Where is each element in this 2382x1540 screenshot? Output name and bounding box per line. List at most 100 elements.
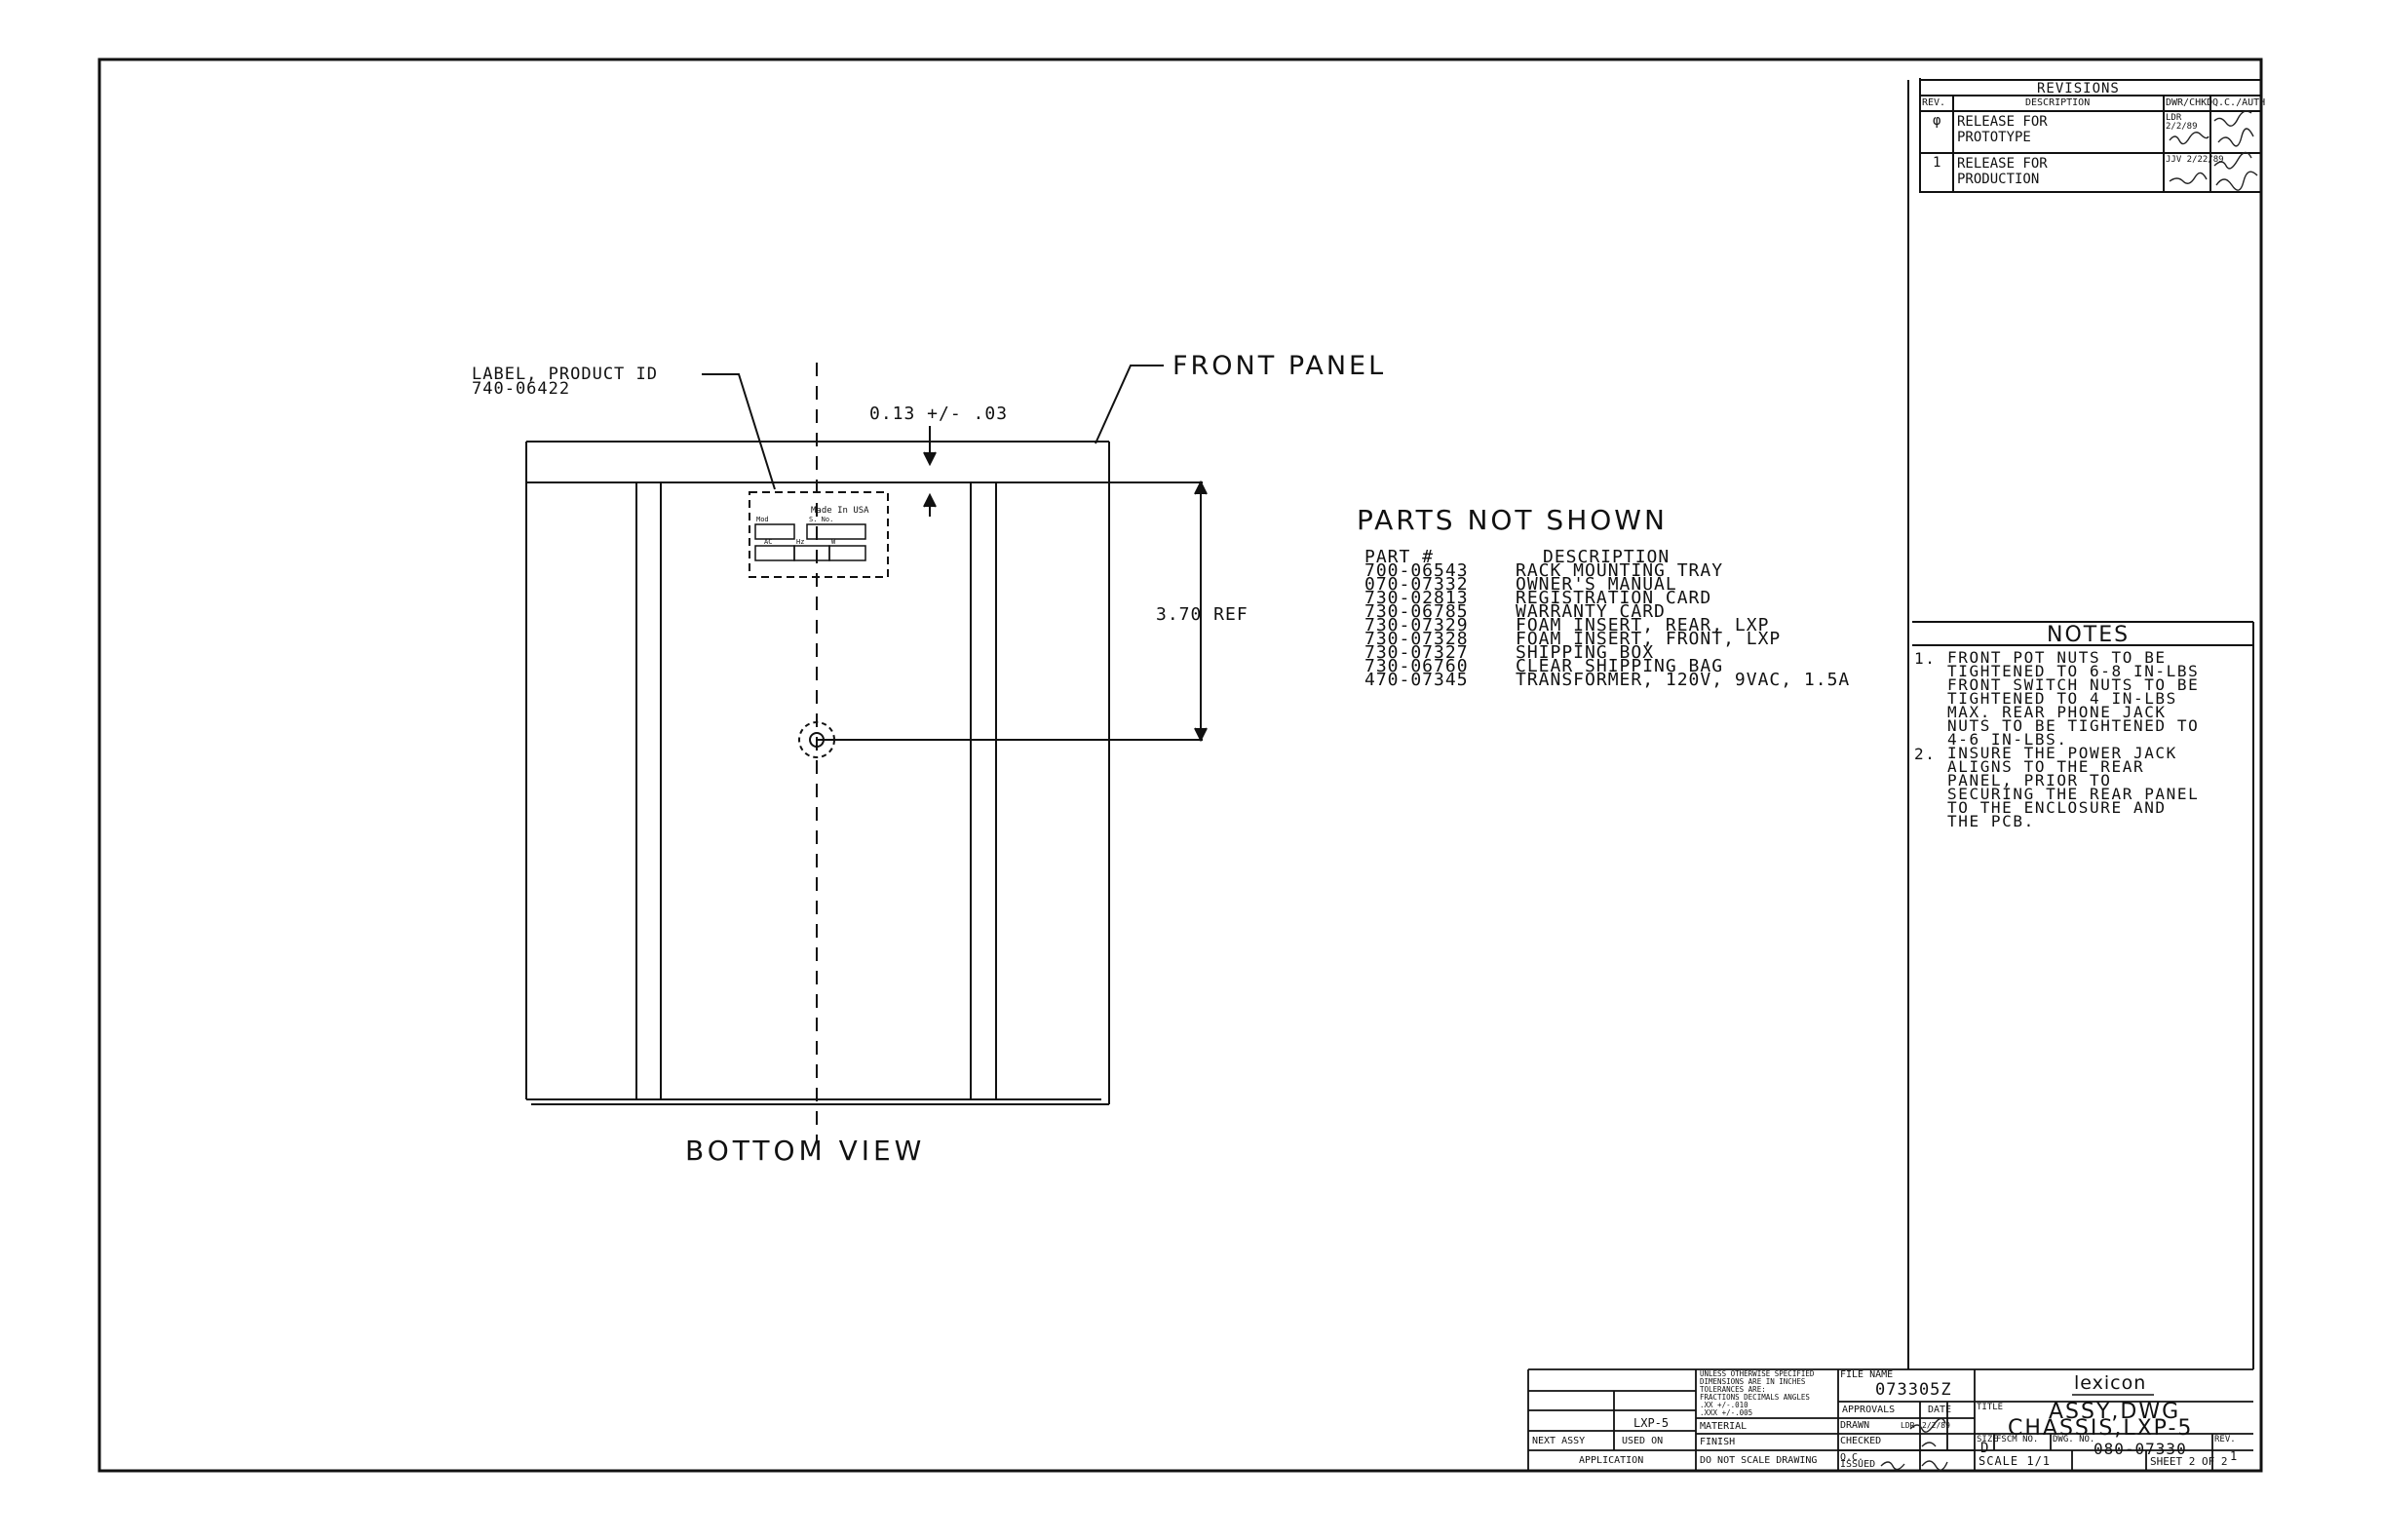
label-hz: Hz xyxy=(796,538,805,546)
dwg-no-label: DWG. NO. xyxy=(2053,1435,2095,1444)
part-number: 730-07329 xyxy=(1364,615,1469,635)
part-number: 700-06543 xyxy=(1364,560,1469,581)
revision-description-line1: RELEASE FOR xyxy=(1957,114,2048,130)
note-number: 2. xyxy=(1914,745,1937,763)
parts-col-part: PART # xyxy=(1364,547,1435,567)
rev-col-desc: DESCRIPTION xyxy=(2025,97,2091,108)
revision-description-line2: PROTOTYPE xyxy=(1957,130,2031,145)
part-number: 730-06760 xyxy=(1364,656,1469,676)
part-number: 730-07328 xyxy=(1364,629,1469,649)
parts-col-desc: DESCRIPTION xyxy=(1543,547,1671,567)
file-name-value: 073305Z xyxy=(1875,1380,1952,1400)
part-number: 730-02813 xyxy=(1364,588,1469,608)
label-w: W xyxy=(831,538,836,546)
part-description: REGISTRATION CARD xyxy=(1516,588,1712,608)
part-number: 730-06785 xyxy=(1364,601,1469,622)
drawn-label: DRAWN xyxy=(1840,1420,1870,1431)
issued-label: ISSUED xyxy=(1840,1459,1876,1470)
part-number: 470-07345 xyxy=(1364,670,1469,690)
tolerance-line: .XXX +/-.005 xyxy=(1700,1408,1753,1417)
title-block-grid xyxy=(1527,1368,2253,1471)
part-description: RACK MOUNTING TRAY xyxy=(1516,560,1724,581)
rev-label: REV. xyxy=(2214,1435,2236,1444)
note-line: TO THE ENCLOSURE AND xyxy=(1947,798,2167,817)
approvals-label: APPROVALS xyxy=(1842,1405,1896,1415)
drawn-date: 2/2/89 xyxy=(1922,1421,1950,1430)
revision-description-line1: RELEASE FOR xyxy=(1957,156,2048,172)
part-description: OWNER'S MANUAL xyxy=(1516,574,1677,595)
used-on-value: LXP-5 xyxy=(1633,1416,1670,1430)
part-description: WARRANTY CARD xyxy=(1516,601,1666,622)
note-line: MAX. REAR PHONE JACK xyxy=(1947,703,2167,721)
part-number: 070-07332 xyxy=(1364,574,1469,595)
note-line: SECURING THE REAR PANEL xyxy=(1947,785,2200,803)
label-sno: S. No. xyxy=(809,516,834,523)
bottom-view-label: BOTTOM VIEW xyxy=(685,1135,926,1167)
revision-drawn-line1: LDR xyxy=(2166,113,2182,123)
tolerance-line: UNLESS OTHERWISE SPECIFIED xyxy=(1700,1369,1815,1378)
revision-description-line2: PRODUCTION xyxy=(1957,172,2040,187)
dwg-no-value: 080-07330 xyxy=(2094,1440,2187,1458)
note-line: THE PCB. xyxy=(1947,812,2035,830)
revision-number: 1 xyxy=(1933,155,1941,171)
product-label-part-number: 740-06422 xyxy=(472,379,571,399)
revisions-title: REVISIONS xyxy=(2037,81,2120,96)
label-ac: AC xyxy=(764,538,773,546)
note-line: TIGHTENED TO 4 IN-LBS xyxy=(1947,689,2177,708)
part-description: SHIPPING BOX xyxy=(1516,642,1655,663)
revisions-table xyxy=(1919,79,2262,193)
part-number: 730-07327 xyxy=(1364,642,1469,663)
finish-label: FINISH xyxy=(1700,1437,1736,1447)
note-line: 4-6 IN-LBS. xyxy=(1947,730,2068,749)
rev-col-rev: REV. xyxy=(1922,97,1946,108)
no-scale-note: DO NOT SCALE DRAWING xyxy=(1700,1455,1818,1466)
note-line: NUTS TO BE TIGHTENED TO xyxy=(1947,716,2200,735)
notes-title: NOTES xyxy=(2047,623,2131,647)
application-label: APPLICATION xyxy=(1579,1455,1644,1466)
parts-not-shown-title: PARTS NOT SHOWN xyxy=(1357,504,1668,536)
note-line: ALIGNS TO THE REAR xyxy=(1947,757,2145,776)
label-made-in: Made In USA xyxy=(811,506,869,516)
note-line: INSURE THE POWER JACK xyxy=(1947,744,2177,762)
qc-label: Q.C. xyxy=(1840,1452,1864,1463)
rev-col-qc: Q.C./AUTH xyxy=(2212,97,2266,108)
size-value: D xyxy=(1980,1441,1989,1456)
drawing-title-line1: ASSY,DWG xyxy=(2049,1400,2181,1424)
next-assy-label: NEXT ASSY xyxy=(1532,1436,1586,1446)
dim-offset-label: 0.13 +/- .03 xyxy=(869,404,1009,424)
label-mod: Mod xyxy=(756,516,769,523)
note-line: FRONT POT NUTS TO BE xyxy=(1947,648,2167,667)
note-line: PANEL, PRIOR TO xyxy=(1947,771,2112,789)
product-label-callout: LABEL, PRODUCT ID xyxy=(472,365,658,384)
size-label: SIZE xyxy=(1977,1435,1998,1444)
sheet-value: SHEET 2 OF 2 xyxy=(2150,1455,2228,1468)
note-line: FRONT SWITCH NUTS TO BE xyxy=(1947,675,2200,694)
note-number: 1. xyxy=(1914,649,1937,668)
file-name-label: FILE NAME xyxy=(1840,1369,1894,1380)
revision-drawn-line2: 2/2/89 xyxy=(2166,122,2198,132)
revision-number: φ xyxy=(1933,113,1941,129)
company-logo: lexicon xyxy=(2074,1372,2147,1394)
drawing-title-line2: CHASSIS,LXP-5 xyxy=(2008,1416,2194,1441)
dim-height-label: 3.70 REF xyxy=(1156,604,1249,625)
fscm-label: FSCM NO. xyxy=(1996,1435,2039,1444)
checked-label: CHECKED xyxy=(1840,1436,1882,1446)
scale-value: SCALE 1/1 xyxy=(1979,1454,2052,1468)
drawn-by: LDR xyxy=(1901,1421,1915,1430)
rev-value: 1 xyxy=(2230,1449,2238,1463)
product-label-outline xyxy=(749,491,889,578)
part-description: FOAM INSERT, REAR, LXP xyxy=(1516,615,1770,635)
title-label: TITLE xyxy=(1977,1403,2004,1412)
revision-drawn-line1: JJV 2/22/89 xyxy=(2166,155,2224,165)
used-on-label: USED ON xyxy=(1622,1436,1664,1446)
tolerance-line: TOLERANCES ARE: xyxy=(1700,1385,1766,1394)
sheet-border xyxy=(97,58,2263,1473)
part-description: CLEAR SHIPPING BAG xyxy=(1516,656,1724,676)
front-panel-label: FRONT PANEL xyxy=(1172,351,1387,381)
